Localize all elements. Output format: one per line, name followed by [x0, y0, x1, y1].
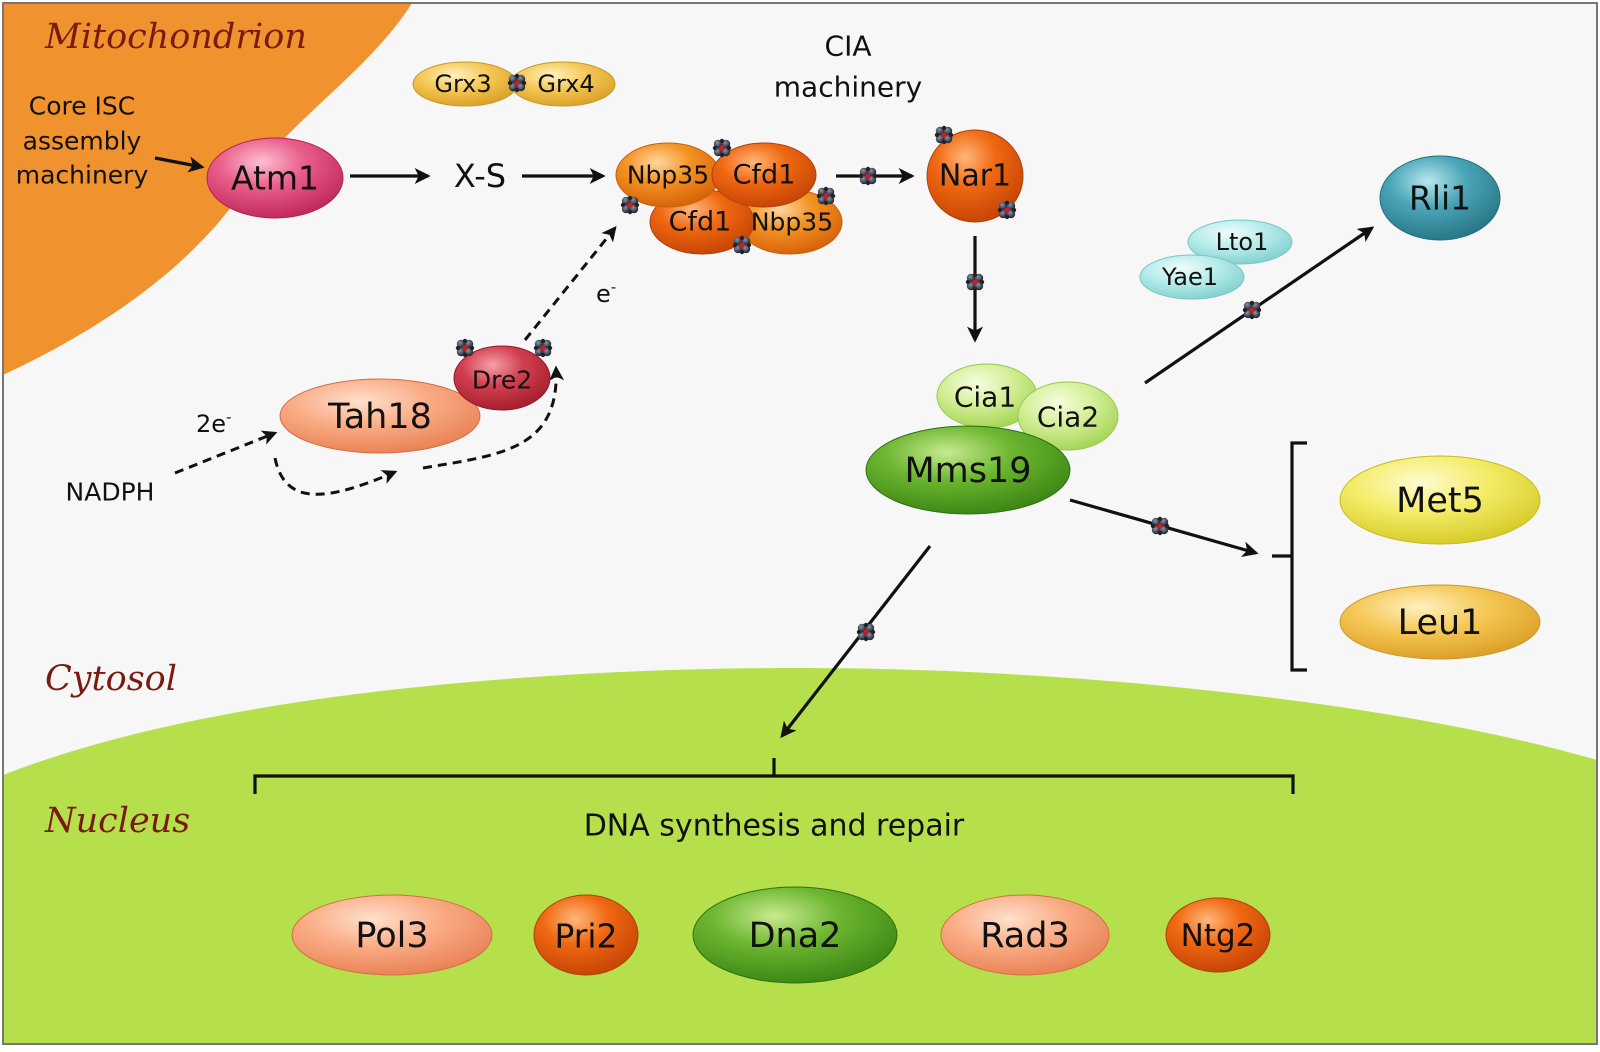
cfd1-bottom-label: Cfd1	[669, 207, 732, 238]
core-isc-line-2: assembly	[23, 127, 142, 156]
leu1-label: Leu1	[1398, 603, 1483, 643]
lto1-label: Lto1	[1216, 228, 1269, 256]
core-isc-line-1: Core ISC	[29, 92, 136, 121]
two-e-label: 2e-	[196, 408, 231, 438]
cia2-label: Cia2	[1037, 401, 1099, 434]
ntg2-node: Ntg2	[1165, 897, 1271, 973]
arrow-dre2-to-complex	[523, 226, 617, 341]
nar1-node: Nar1	[926, 125, 1024, 223]
nbp35-cfd1-complex: Nbp35 Cfd1 Cfd1 Nbp35	[615, 138, 843, 255]
nucleus-label: Nucleus	[44, 801, 190, 841]
tah18-protein	[279, 378, 481, 454]
pol3-protein	[291, 894, 493, 976]
mitochondrion-label: Mitochondrion	[44, 17, 307, 57]
fes-cluster-nar1-to-cia	[965, 272, 985, 292]
cfd1-top-label: Cfd1	[733, 160, 796, 191]
dna2-protein	[692, 886, 898, 984]
met5-label: Met5	[1396, 481, 1484, 521]
cia-label-line-2: machinery	[774, 71, 922, 104]
cia2-protein	[1017, 381, 1119, 451]
pol3-label: Pol3	[355, 916, 428, 956]
arrow-nadph-to-tah18	[174, 430, 278, 475]
grx3-grx4-complex: Grx3 Grx4	[412, 61, 616, 107]
dre2-protein	[453, 345, 551, 411]
leu1-node: Leu1	[1339, 584, 1541, 660]
nar1-protein	[926, 129, 1024, 223]
pri2-node: Pri2	[533, 894, 639, 976]
pri2-label: Pri2	[554, 917, 617, 956]
e-label: e-	[596, 278, 616, 308]
right-bracket	[1272, 441, 1307, 672]
ntg2-label: Ntg2	[1181, 918, 1256, 954]
pol3-node: Pol3	[291, 894, 493, 976]
dna-synthesis-label: DNA synthesis and repair	[584, 809, 965, 844]
xs-label: X-S	[454, 157, 506, 195]
leu1-protein	[1339, 584, 1541, 660]
nbp35-top-label: Nbp35	[627, 161, 709, 190]
atm1-protein	[206, 137, 344, 219]
fes-cluster-complex-to-nar1	[858, 166, 878, 186]
nadph-label: NADPH	[66, 478, 155, 507]
lto1-protein	[1187, 219, 1293, 265]
lto1-yae1-complex: Lto1 Yae1	[1139, 219, 1293, 300]
grx3-label: Grx3	[434, 70, 491, 98]
cfd1-top-protein	[711, 142, 817, 208]
pri2-protein	[533, 894, 639, 976]
atm1-label: Atm1	[231, 159, 319, 198]
dna2-label: Dna2	[749, 916, 842, 956]
yae1-protein	[1139, 254, 1245, 300]
dre2-label: Dre2	[472, 366, 532, 395]
met5-node: Met5	[1339, 455, 1541, 545]
rad3-label: Rad3	[980, 916, 1069, 956]
nar1-label: Nar1	[939, 159, 1011, 194]
cia-targeting-complex: Cia1 Cia2 Mms19	[865, 363, 1119, 515]
mms19-label: Mms19	[904, 451, 1031, 491]
rli1-label: Rli1	[1409, 179, 1471, 218]
nucleus-bracket	[253, 758, 1295, 794]
grx4-label: Grx4	[537, 70, 594, 98]
rli1-node: Rli1	[1379, 155, 1501, 241]
mms19-protein	[865, 425, 1071, 515]
tah18-label: Tah18	[327, 397, 432, 437]
mitochondrion-region	[3, 3, 412, 375]
arrow-mms19-to-nucleus	[780, 545, 932, 739]
atm1-node: Atm1	[206, 137, 344, 219]
fes-cluster-to-nucleus	[856, 622, 876, 642]
nbp35-bottom-label: Nbp35	[751, 208, 833, 237]
dna2-node: Dna2	[692, 886, 898, 984]
nucleus-region	[3, 668, 1597, 1044]
rad3-node: Rad3	[940, 894, 1110, 976]
core-isc-line-3: machinery	[16, 161, 149, 190]
met5-protein	[1339, 455, 1541, 545]
tah18-dre2-complex: Tah18 Dre2	[279, 338, 553, 454]
rad3-protein	[940, 894, 1110, 976]
rli1-protein	[1379, 155, 1501, 241]
arrow-core-to-atm1	[154, 156, 205, 173]
arrow-tah18-to-dre2	[273, 457, 398, 496]
yae1-label: Yae1	[1161, 263, 1218, 291]
cia-label-line-1: CIA	[825, 30, 872, 63]
ntg2-protein	[1165, 897, 1271, 973]
fes-cluster-to-rli1	[1242, 300, 1262, 320]
fes-cluster-to-met5-leu1	[1150, 516, 1170, 536]
cytosol-label: Cytosol	[45, 659, 177, 699]
cia1-label: Cia1	[954, 381, 1016, 414]
